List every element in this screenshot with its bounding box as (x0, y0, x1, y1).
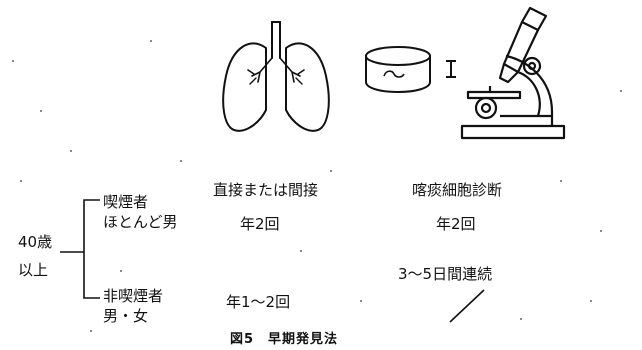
age-group-line2: 以上 (18, 261, 49, 279)
lungs-icon (222, 21, 330, 132)
speckle (150, 40, 152, 42)
column-sputum: 喀痰細胞診断 (412, 181, 503, 199)
speckle (330, 170, 332, 172)
speckle (40, 110, 42, 112)
sputum-note: 3〜5日間連続 (398, 265, 493, 283)
nonsmoker-xray-frequency: 年1〜2回 (226, 293, 291, 311)
smoker-sputum-frequency: 年2回 (436, 215, 476, 233)
speckle (600, 230, 602, 232)
speckle (70, 150, 72, 152)
speckle (20, 180, 22, 182)
column-xray: 直接または間接 (213, 181, 319, 199)
smoker-xray-frequency: 年2回 (240, 215, 280, 233)
smoker-line2: ほとんど男 (103, 213, 178, 231)
speckle (560, 180, 562, 182)
speckle (90, 330, 92, 332)
group-bracket (60, 199, 100, 299)
not-applicable-slash (449, 289, 485, 323)
nonsmoker-line1: 非喫煙者 (103, 287, 164, 305)
nonsmoker-line2: 男・女 (103, 307, 149, 325)
smoker-line1: 喫煙者 (103, 193, 149, 211)
speckle (360, 300, 362, 302)
figure-caption: 図5 早期発見法 (230, 332, 339, 347)
sample-dish-icon (365, 46, 431, 94)
speckle (590, 300, 592, 302)
speckle (120, 270, 122, 272)
speckle (180, 160, 182, 162)
speckle (620, 90, 622, 92)
speckle (300, 250, 302, 252)
arrow-icon (446, 60, 456, 78)
speckle (12, 60, 14, 62)
microscope-icon (460, 6, 566, 140)
speckle (520, 318, 522, 320)
age-group-line1: 40歳 (18, 233, 53, 251)
